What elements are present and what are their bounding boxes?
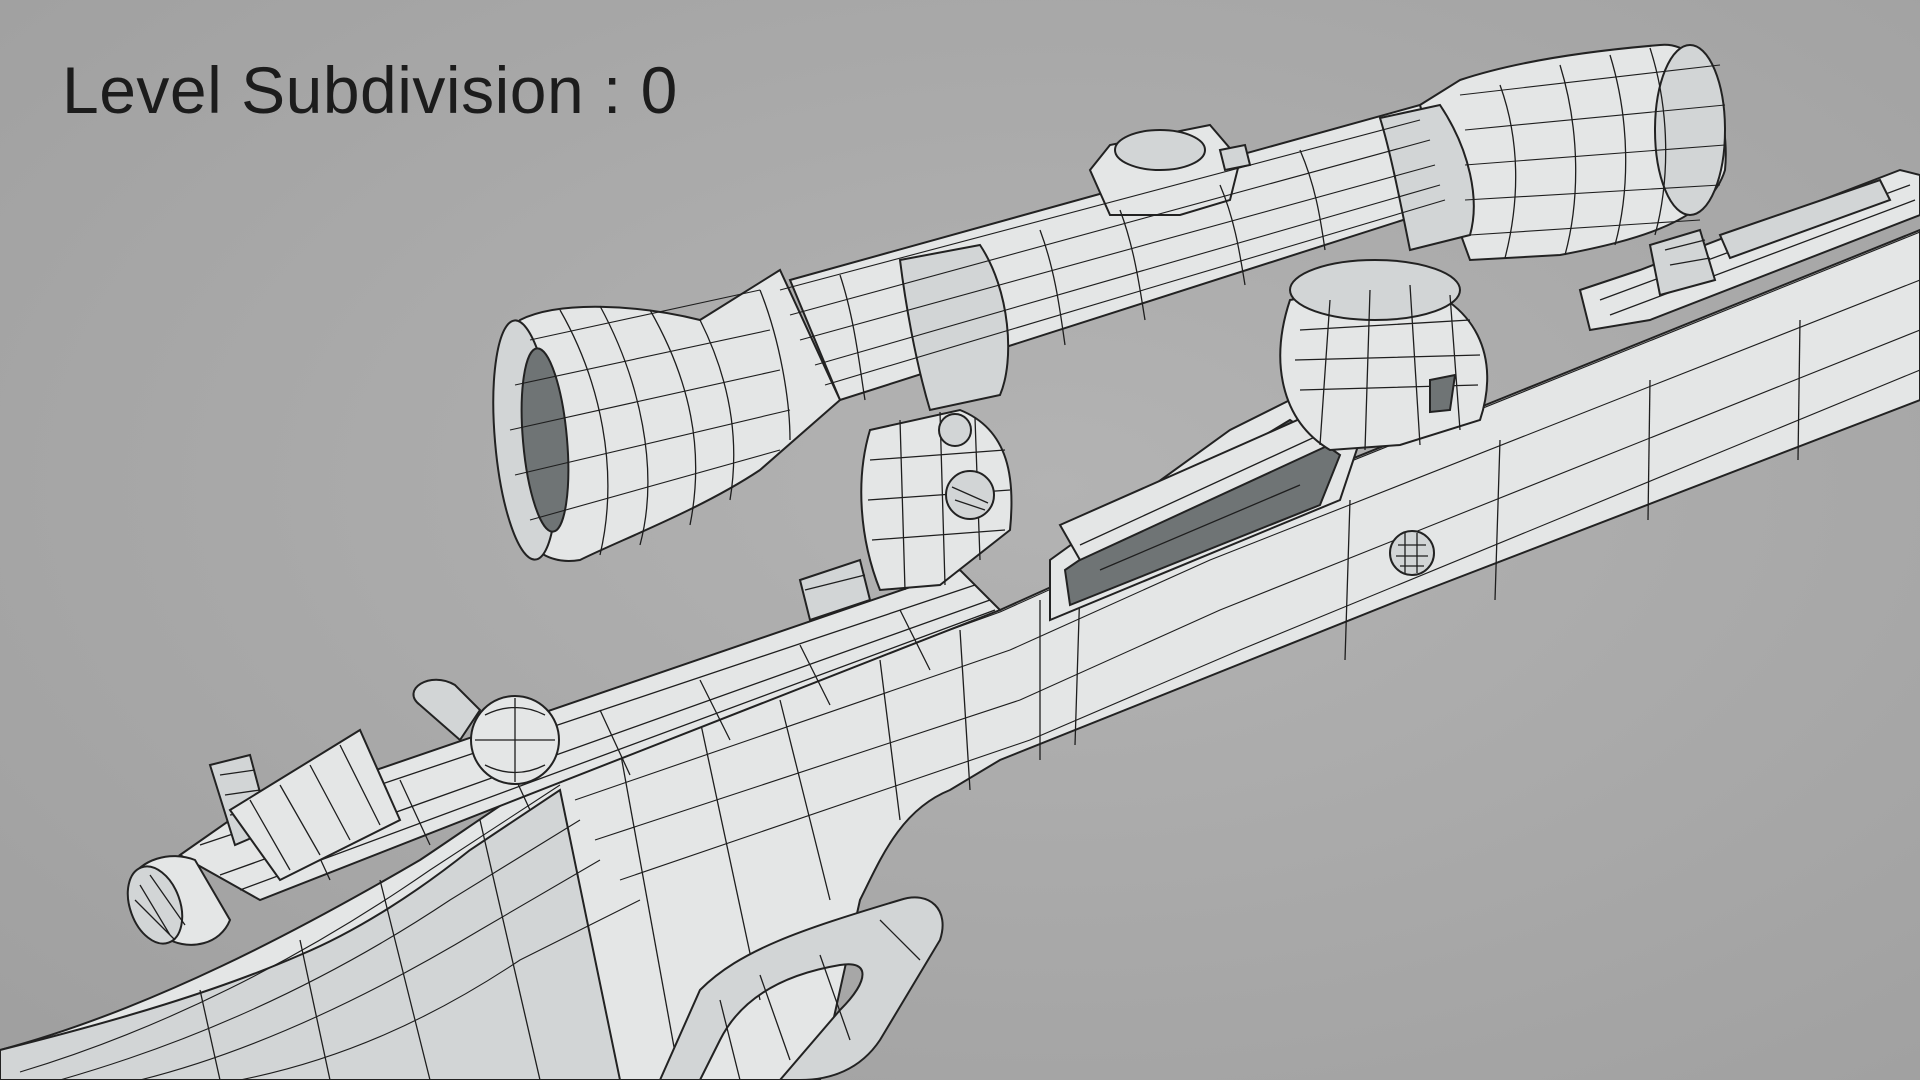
receiver — [1049, 398, 1362, 622]
trigger-guard — [658, 896, 944, 1080]
rear-sight — [1578, 168, 1920, 332]
scope-mount-rear — [798, 408, 1013, 622]
rifle-scope — [492, 43, 1727, 562]
scope-mount-front — [1279, 259, 1489, 452]
bolt-assembly — [126, 568, 1002, 946]
receiver-screw — [1389, 530, 1435, 576]
scope-wireframe — [509, 47, 1726, 556]
subdivision-level-label: Level Subdivision : 0 — [62, 53, 678, 127]
